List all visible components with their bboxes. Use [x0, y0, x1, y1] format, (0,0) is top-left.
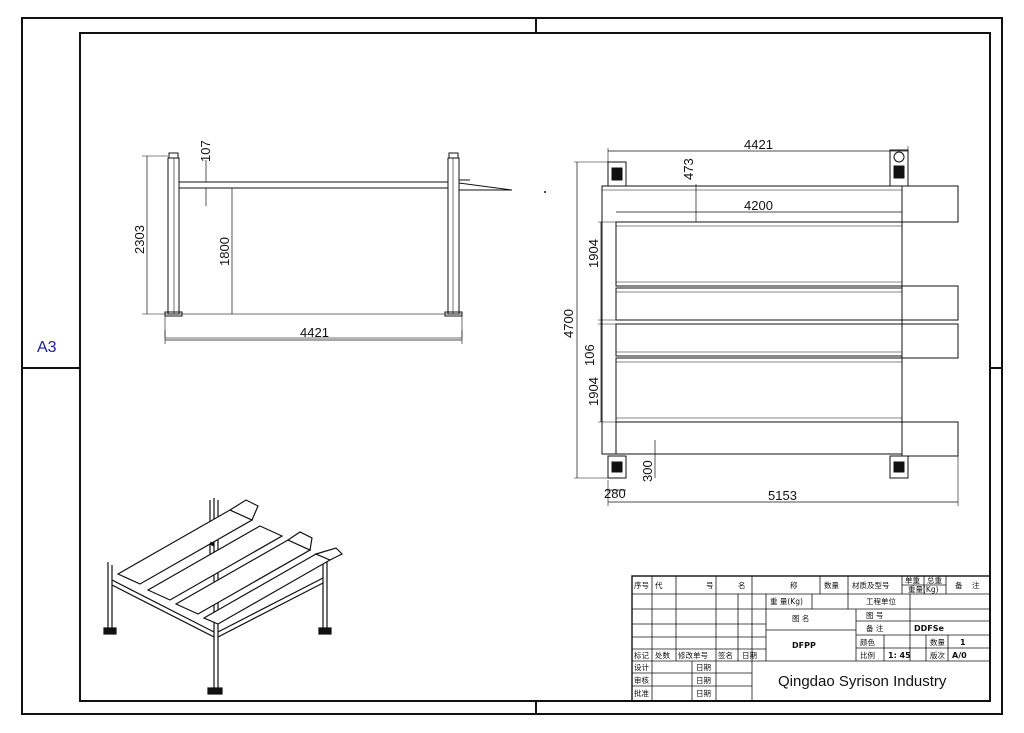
tb-rev-value: A/0: [952, 651, 967, 660]
side-view: [142, 152, 513, 344]
dim-top-gap: 106: [582, 344, 597, 366]
top-runway-3: [615, 323, 903, 357]
tb-h-unit-weight: 单重: [905, 575, 920, 585]
tb-approve: 批准: [634, 688, 649, 698]
tb-weight-label: 重 量(Kg): [770, 597, 803, 606]
side-left-post: [167, 157, 180, 315]
title-block-text: 序号 代 号 名 称 数量 材质及型号 单重 总重 重量(Kg) 备 注 重 量…: [634, 575, 980, 698]
side-right-post: [447, 157, 460, 315]
dim-top-offset: 473: [681, 158, 696, 180]
top-post-br: [889, 455, 909, 479]
dim-top-platform-width-1: 1904: [586, 239, 601, 268]
top-ramp-2: [901, 285, 959, 321]
side-base: [164, 313, 463, 339]
tb-design: 设计: [634, 662, 649, 672]
tb-rev-count: 处数: [655, 650, 670, 660]
side-ramp: [458, 182, 513, 191]
top-post-tr: [889, 149, 909, 187]
tb-design-date: 日期: [696, 663, 711, 672]
dim-top-inner-length: 4200: [744, 198, 773, 213]
tb-h-total-weight: 总重: [927, 575, 942, 585]
dim-top-total-length: 5153: [768, 488, 797, 503]
top-ramp-1: [901, 185, 959, 223]
tb-remark-value: DDFSe: [914, 624, 945, 633]
top-view: [574, 146, 959, 506]
top-post-bl: [607, 455, 627, 479]
top-runway-4: [615, 357, 903, 423]
tb-approve-date: 日期: [696, 689, 711, 698]
dim-beam-height: 107: [198, 140, 213, 162]
isometric-view: [103, 498, 344, 695]
tb-scale-value: 1: 45: [888, 651, 911, 660]
tb-color-label: 颜色: [860, 637, 875, 647]
tb-h-qty: 数量: [824, 580, 839, 590]
tb-scale-label: 比例: [860, 650, 875, 660]
tb-rev-label: 版次: [930, 650, 945, 660]
tb-remark-label: 备 注: [866, 623, 884, 633]
tb-rev-mark: 标记: [634, 650, 649, 660]
tb-h-code2: 号: [706, 581, 714, 590]
tb-unit-label: 工程单位: [866, 596, 896, 606]
top-ramp-4: [901, 421, 959, 457]
top-runway-1: [615, 221, 903, 287]
tb-drawing-name-label: 图 名: [792, 613, 809, 623]
tb-h-seq: 序号: [634, 580, 649, 590]
title-block: [631, 575, 991, 702]
dim-lift-height: 1800: [217, 237, 232, 266]
outer-frame: [21, 17, 1003, 715]
sheet-size-label: A3: [37, 339, 57, 356]
tb-h-material: 材质及型号: [852, 580, 890, 590]
tb-h-name2: 称: [790, 580, 798, 590]
top-runway-2: [615, 287, 903, 321]
dim-side-length: 4421: [300, 325, 329, 340]
tb-rev-date: 日期: [742, 651, 757, 660]
tb-review: 审核: [634, 675, 649, 685]
dim-top-overall-length: 4421: [744, 137, 773, 152]
tb-h-name1: 名: [738, 580, 746, 590]
tb-qty-value: 1: [960, 638, 966, 647]
dim-top-platform-width-2: 1904: [586, 377, 601, 406]
top-post-tl: [607, 161, 627, 187]
company-name: Qingdao Syrison Industry: [778, 673, 947, 690]
tb-h-remark2: 注: [972, 580, 980, 590]
tb-drawing-name: DFPP: [792, 641, 816, 650]
tb-h-code1: 代: [655, 580, 663, 590]
tb-drawing-no-label: 图 号: [866, 611, 883, 620]
tb-rev-sign: 签名: [718, 650, 733, 660]
dim-top-overall-width: 4700: [561, 309, 576, 338]
dim-top-post-offset-v: 300: [640, 460, 655, 482]
dim-overall-height: 2303: [132, 225, 147, 254]
tb-review-date: 日期: [696, 676, 711, 685]
tb-h-remark1: 备: [955, 580, 963, 590]
tb-qty-label: 数量: [930, 637, 945, 647]
dim-top-post-offset-h: 280: [604, 486, 626, 501]
tb-rev-change-no: 修改单号: [678, 650, 708, 660]
top-ramp-3: [901, 323, 959, 359]
side-runway: [178, 181, 449, 189]
tb-h-weight: 重量(Kg): [908, 585, 939, 594]
